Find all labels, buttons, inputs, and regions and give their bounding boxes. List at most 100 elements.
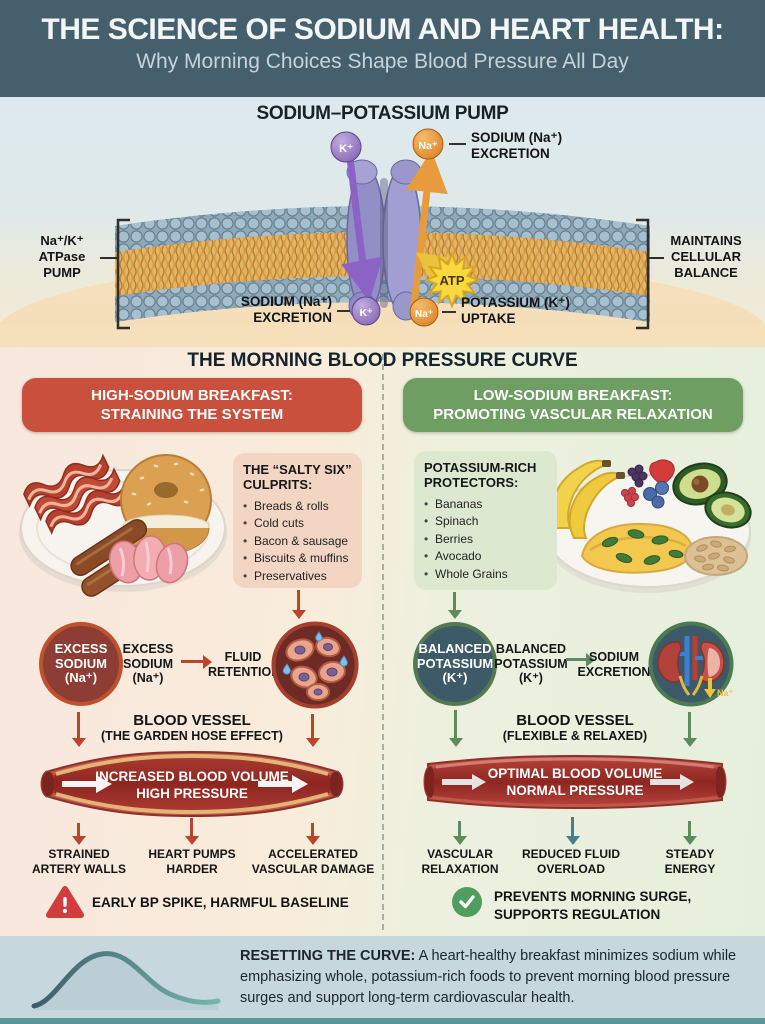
sodium-excretion-top-line2: EXCRETION bbox=[471, 146, 550, 161]
right-vessel-title: BLOOD VESSEL bbox=[516, 712, 634, 729]
flow-arrow bbox=[442, 774, 486, 790]
flow-label-line1: BALANCED bbox=[495, 642, 567, 656]
outcome-line2: OVERLOAD bbox=[536, 861, 605, 876]
footer-band bbox=[0, 936, 765, 1018]
sodium-excretion-bottom-line1: SODIUM (Na⁺) bbox=[241, 294, 332, 309]
list-item: Bacon & sausage bbox=[243, 533, 352, 551]
outcome-line2: RELAXATION bbox=[421, 861, 499, 876]
excess-sodium-badge-line1: EXCESS bbox=[54, 640, 108, 656]
right-arrow bbox=[566, 658, 586, 661]
list-item: Preservatives bbox=[243, 568, 352, 586]
outcome-vascular-damage: ACCELERATED VASCULAR DAMAGE bbox=[250, 847, 376, 876]
kidney-cross-section bbox=[707, 648, 720, 677]
page-subtitle: Why Morning Choices Shape Blood Pressure… bbox=[136, 50, 629, 73]
flow-arrow bbox=[258, 775, 308, 793]
potassium-rich-card: POTASSIUM-RICH PROTECTORS: Bananas Spina… bbox=[414, 451, 557, 590]
down-arrow bbox=[571, 817, 574, 836]
outcome-strained-artery-walls: STRAINED ARTERY WALLS bbox=[22, 847, 136, 876]
potassium-rich-title-line1: POTASSIUM-RICH bbox=[424, 460, 537, 475]
list-item: Berries bbox=[424, 531, 547, 549]
banana-illustration bbox=[551, 459, 625, 539]
low-sodium-header: LOW-SODIUM BREAKFAST: PROMOTING VASCULAR… bbox=[403, 378, 743, 432]
down-arrow bbox=[77, 712, 80, 738]
atpase-label-line1: Na⁺/K⁺ bbox=[40, 233, 83, 248]
down-arrow bbox=[311, 823, 314, 836]
down-arrow bbox=[297, 590, 300, 610]
down-arrow bbox=[688, 712, 691, 738]
bottom-accent-strip bbox=[0, 1018, 765, 1024]
sodium-out-arrow bbox=[704, 678, 716, 698]
list-item: Avocado bbox=[424, 548, 547, 566]
cellular-balance-label: MAINTAINS CELLULAR BALANCE bbox=[670, 233, 742, 280]
bacon-illustration bbox=[23, 453, 132, 535]
down-arrow bbox=[688, 821, 691, 836]
atp-label: ATP bbox=[439, 273, 464, 288]
sodium-excretion-top-label: SODIUM (Na⁺) EXCRETION bbox=[471, 130, 562, 161]
balance-label-line2: CELLULAR bbox=[671, 249, 742, 264]
low-sodium-alert-line1: PREVENTS MORNING SURGE, bbox=[494, 889, 692, 904]
potassium-uptake-line1: POTASSIUM (K⁺) bbox=[461, 295, 570, 310]
down-arrow bbox=[458, 821, 461, 836]
atp-starburst-icon: ATP bbox=[423, 251, 481, 309]
oats-illustration bbox=[684, 536, 748, 576]
flow-label-line2: POTASSIUM bbox=[494, 656, 568, 671]
header-banner: THE SCIENCE OF SODIUM AND HEART HEALTH: … bbox=[0, 0, 765, 97]
balance-label-line1: MAINTAINS bbox=[670, 233, 742, 248]
sodium-excretion-top-line1: SODIUM (Na⁺) bbox=[471, 130, 562, 145]
kidney-icon: Na⁺ bbox=[648, 621, 734, 707]
outcome-line1: HEART PUMPS bbox=[148, 847, 236, 861]
sodium-excretion-bottom-line2: EXCRETION bbox=[253, 310, 332, 325]
footer-summary-title: RESETTING THE CURVE: bbox=[240, 948, 416, 964]
outcome-line1: ACCELERATED bbox=[268, 847, 358, 861]
down-arrow bbox=[311, 714, 314, 738]
high-sodium-header-line2: STRAINING THE SYSTEM bbox=[100, 406, 284, 423]
potassium-rich-list: Bananas Spinach Berries Avocado Whole Gr… bbox=[424, 496, 547, 584]
outcome-line2: VASCULAR DAMAGE bbox=[251, 861, 375, 876]
high-sodium-plate-illustration bbox=[19, 453, 227, 597]
excess-sodium-flow-label: EXCESS SODIUM (Na⁺) bbox=[117, 642, 179, 686]
outcome-line1: STEADY bbox=[665, 847, 715, 861]
potassium-ion-top: K⁺ bbox=[330, 131, 362, 163]
water-droplets bbox=[282, 631, 348, 675]
flow-arrow bbox=[62, 775, 112, 793]
flow-label-line1: EXCESS bbox=[122, 642, 174, 656]
potassium-uptake-label: POTASSIUM (K⁺) UPTAKE bbox=[461, 295, 570, 326]
low-sodium-alert: PREVENTS MORNING SURGE, SUPPORTS REGULAT… bbox=[494, 888, 744, 923]
fluid-retention-line1: FLUID bbox=[224, 650, 262, 664]
footer-summary-text: A heart-healthy breakfast minimizes sodi… bbox=[240, 948, 737, 1007]
excess-sodium-badge-line3: (Na⁺) bbox=[64, 670, 98, 686]
membrane-brackets bbox=[100, 218, 664, 330]
sodium-excretion-flow-line2: EXCRETION bbox=[577, 664, 651, 679]
list-item: Bananas bbox=[424, 496, 547, 514]
potassium-ion-label: K⁺ bbox=[359, 307, 373, 319]
list-item: Whole Grains bbox=[424, 566, 547, 584]
list-item: Spinach bbox=[424, 513, 547, 531]
flow-arrow bbox=[650, 774, 694, 790]
potassium-ion-bottom: K⁺ bbox=[351, 296, 381, 326]
list-item: Biscuits & muffins bbox=[243, 550, 352, 568]
fluid-retention-line2: RETENTION bbox=[208, 664, 281, 679]
vessel-text-line1: OPTIMAL BLOOD VOLUME bbox=[488, 766, 663, 781]
bp-curve-icon bbox=[31, 951, 221, 1010]
normal-pressure-vessel-illustration: OPTIMAL BLOOD VOLUME NORMAL PRESSURE bbox=[423, 754, 727, 810]
high-sodium-header: HIGH-SODIUM BREAKFAST: STRAINING THE SYS… bbox=[22, 378, 362, 432]
footer-summary: RESETTING THE CURVE: A heart-healthy bre… bbox=[240, 946, 748, 1009]
down-arrow bbox=[453, 592, 456, 610]
list-item: Cold cuts bbox=[243, 515, 352, 533]
salty-six-title: THE “SALTY SIX” CULPRITS: bbox=[243, 462, 352, 493]
ham-illustration bbox=[108, 535, 189, 584]
sodium-ion-bottom: Na⁺ bbox=[409, 297, 439, 327]
right-vessel-subtitle: (FLEXIBLE & RELAXED) bbox=[502, 729, 648, 743]
balanced-potassium-badge-line2: POTASSIUM bbox=[416, 655, 494, 671]
sodium-ion-label: Na⁺ bbox=[415, 309, 433, 320]
pump-section-title: SODIUM–POTASSIUM PUMP bbox=[256, 103, 509, 124]
outcome-steady-energy: STEADY ENERGY bbox=[633, 847, 747, 876]
vessel-text-line1: INCREASED BLOOD VOLUME bbox=[95, 769, 289, 784]
list-item: Breads & rolls bbox=[243, 498, 352, 516]
vessel-text-line2: NORMAL PRESSURE bbox=[506, 783, 643, 798]
sodium-potassium-pump-diagram: ATP Na⁺/K⁺ ATPase PUMP MAINTAINS CELLULA… bbox=[0, 128, 765, 350]
warning-icon bbox=[46, 886, 84, 918]
low-sodium-alert-line2: SUPPORTS REGULATION bbox=[494, 906, 661, 922]
fluid-retention-cells-icon bbox=[271, 621, 359, 709]
high-sodium-alert: EARLY BP SPIKE, HARMFUL BASELINE bbox=[92, 895, 349, 910]
